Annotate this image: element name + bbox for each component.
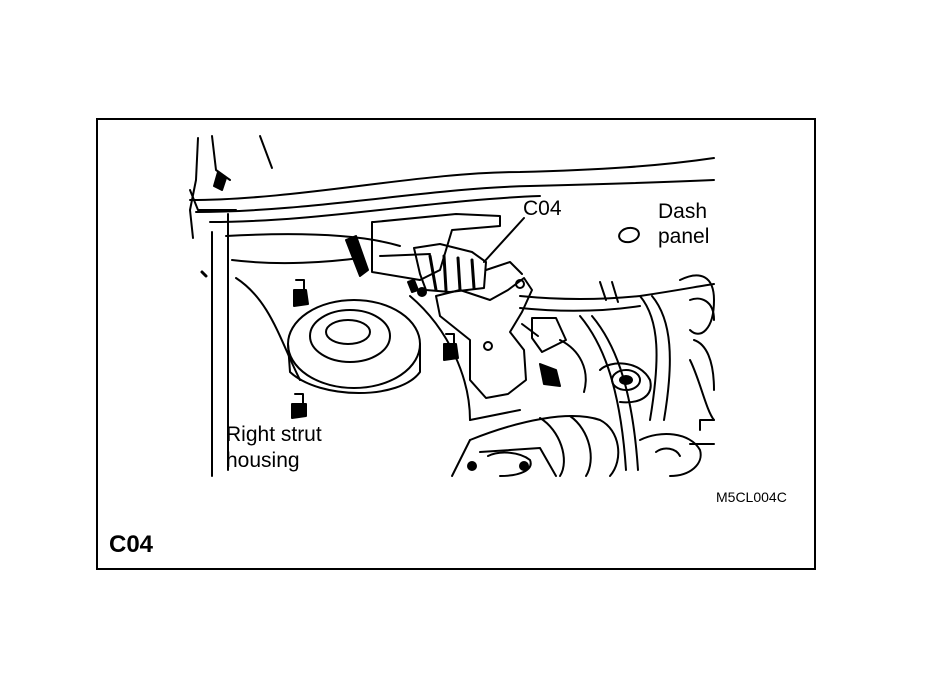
figure-title: C04 [109, 531, 154, 558]
strut-housing-label-line2: housing [226, 449, 300, 472]
figure-frame [96, 118, 816, 570]
dash-panel-label-line2: panel [658, 225, 710, 248]
figure-code: M5CL004C [716, 489, 787, 505]
connector-label: C04 [523, 197, 562, 220]
strut-housing-label-line1: Right strut [226, 423, 322, 446]
dash-panel-label-line1: Dash [658, 200, 708, 223]
